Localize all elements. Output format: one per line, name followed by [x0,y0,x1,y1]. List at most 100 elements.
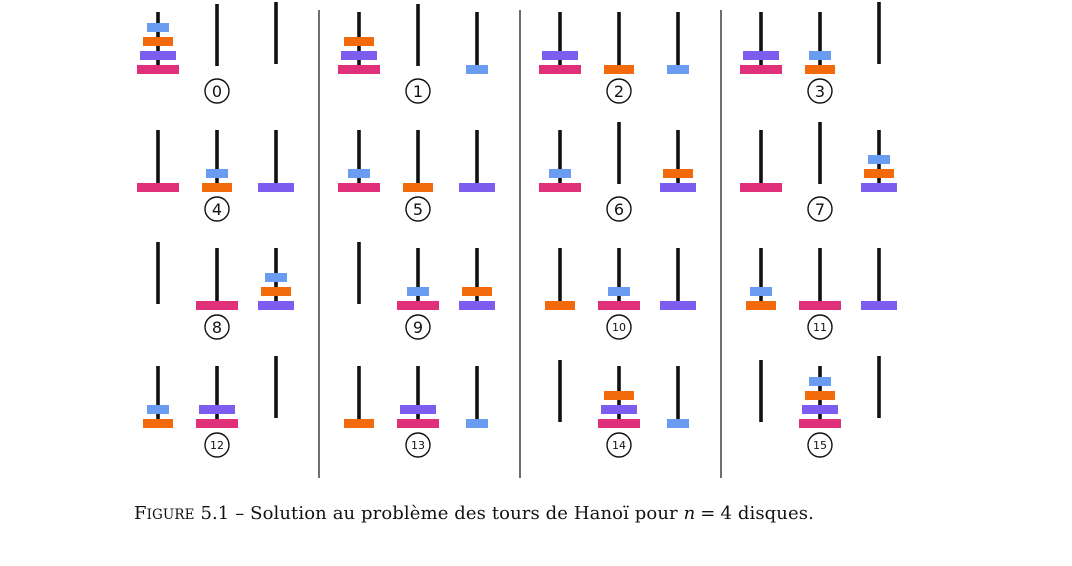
step-label-circle [204,432,230,458]
step-label: 3 [815,82,825,101]
hanoi-disk-1 [407,287,429,296]
hanoi-disk-1 [667,65,689,74]
step-label: 0 [212,82,222,101]
hanoi-disk-1 [608,287,630,296]
hanoi-disk-1 [809,51,831,60]
hanoi-disk-3 [258,183,294,192]
caption-eq: = [700,503,716,524]
hanoi-disk-3 [459,183,495,192]
hanoi-disk-4 [338,65,380,74]
hanoi-disk-3 [341,51,377,60]
hanoi-disk-4 [196,419,238,428]
hanoi-disk-3 [861,183,897,192]
hanoi-disk-2 [344,419,374,428]
step-label: 2 [614,82,624,101]
step-label: 14 [612,439,626,452]
hanoi-disk-2 [143,37,173,46]
hanoi-disk-2 [202,183,232,192]
hanoi-disk-1 [466,419,488,428]
hanoi-disk-4 [137,183,179,192]
hanoi-disk-4 [196,301,238,310]
caption-text: Solution au problème des tours de Hanoï … [250,503,678,524]
step-label: 9 [413,318,423,337]
hanoi-disk-3 [660,183,696,192]
hanoi-disk-4 [740,65,782,74]
step-label: 1 [413,82,423,101]
step-label-circle [204,196,230,222]
step-label-circle [405,314,431,340]
hanoi-disk-1 [147,405,169,414]
step-label-circle [204,78,230,104]
hanoi-disk-3 [660,301,696,310]
hanoi-disk-3 [199,405,235,414]
hanoi-disk-2 [143,419,173,428]
hanoi-disk-4 [539,183,581,192]
caption-dash: – [235,503,245,524]
caption-value: 4 [720,503,733,524]
step-label-circle [807,78,833,104]
hanoi-disk-2 [663,169,693,178]
hanoi-disk-2 [462,287,492,296]
step-label: 6 [614,200,624,219]
hanoi-disk-4 [397,419,439,428]
step-label-circle [807,314,833,340]
hanoi-disk-2 [746,301,776,310]
step-label: 7 [815,200,825,219]
hanoi-disk-1 [466,65,488,74]
hanoi-disk-4 [598,301,640,310]
hanoi-disk-3 [743,51,779,60]
hanoi-disk-2 [545,301,575,310]
hanoi-disk-3 [140,51,176,60]
hanoi-disk-2 [604,65,634,74]
step-label-circle [606,78,632,104]
hanoi-disk-2 [403,183,433,192]
step-label-circle [606,314,632,340]
hanoi-disk-4 [539,65,581,74]
hanoi-disk-3 [542,51,578,60]
hanoi-disk-1 [206,169,228,178]
hanoi-disk-2 [604,391,634,400]
step-label: 13 [411,439,425,452]
figure-caption: FIGURE 5.1 – Solution au problème des to… [134,503,814,524]
hanoi-disk-4 [137,65,179,74]
hanoi-disk-1 [265,273,287,282]
caption-figure-first: F [134,503,147,524]
step-label: 10 [612,321,626,334]
step-label-circle [405,78,431,104]
step-label: 5 [413,200,423,219]
step-label-circle [204,314,230,340]
hanoi-disk-2 [864,169,894,178]
hanoi-disk-4 [397,301,439,310]
hanoi-disk-2 [805,65,835,74]
hanoi-disk-4 [799,419,841,428]
hanoi-disk-1 [549,169,571,178]
hanoi-disk-1 [750,287,772,296]
caption-figure-rest: IGURE [146,507,195,523]
hanoi-disk-1 [868,155,890,164]
hanoi-disk-1 [147,23,169,32]
caption-var: n [683,503,696,524]
step-label-circle [606,432,632,458]
step-label-circle [405,196,431,222]
hanoi-disk-4 [598,419,640,428]
hanoi-disk-1 [348,169,370,178]
caption-tail: disques. [737,503,814,524]
hanoi-disk-1 [667,419,689,428]
hanoi-disk-4 [740,183,782,192]
hanoi-disk-1 [809,377,831,386]
hanoi-disk-3 [459,301,495,310]
caption-number: 5.1 [200,503,230,524]
step-label-circle [405,432,431,458]
hanoi-disk-2 [261,287,291,296]
hanoi-disk-4 [799,301,841,310]
step-label-circle [606,196,632,222]
hanoi-disk-2 [805,391,835,400]
step-label: 4 [212,200,222,219]
step-label: 12 [210,439,224,452]
hanoi-disk-3 [400,405,436,414]
hanoi-disk-3 [258,301,294,310]
step-label: 15 [813,439,827,452]
hanoi-disk-2 [344,37,374,46]
step-label-circle [807,196,833,222]
